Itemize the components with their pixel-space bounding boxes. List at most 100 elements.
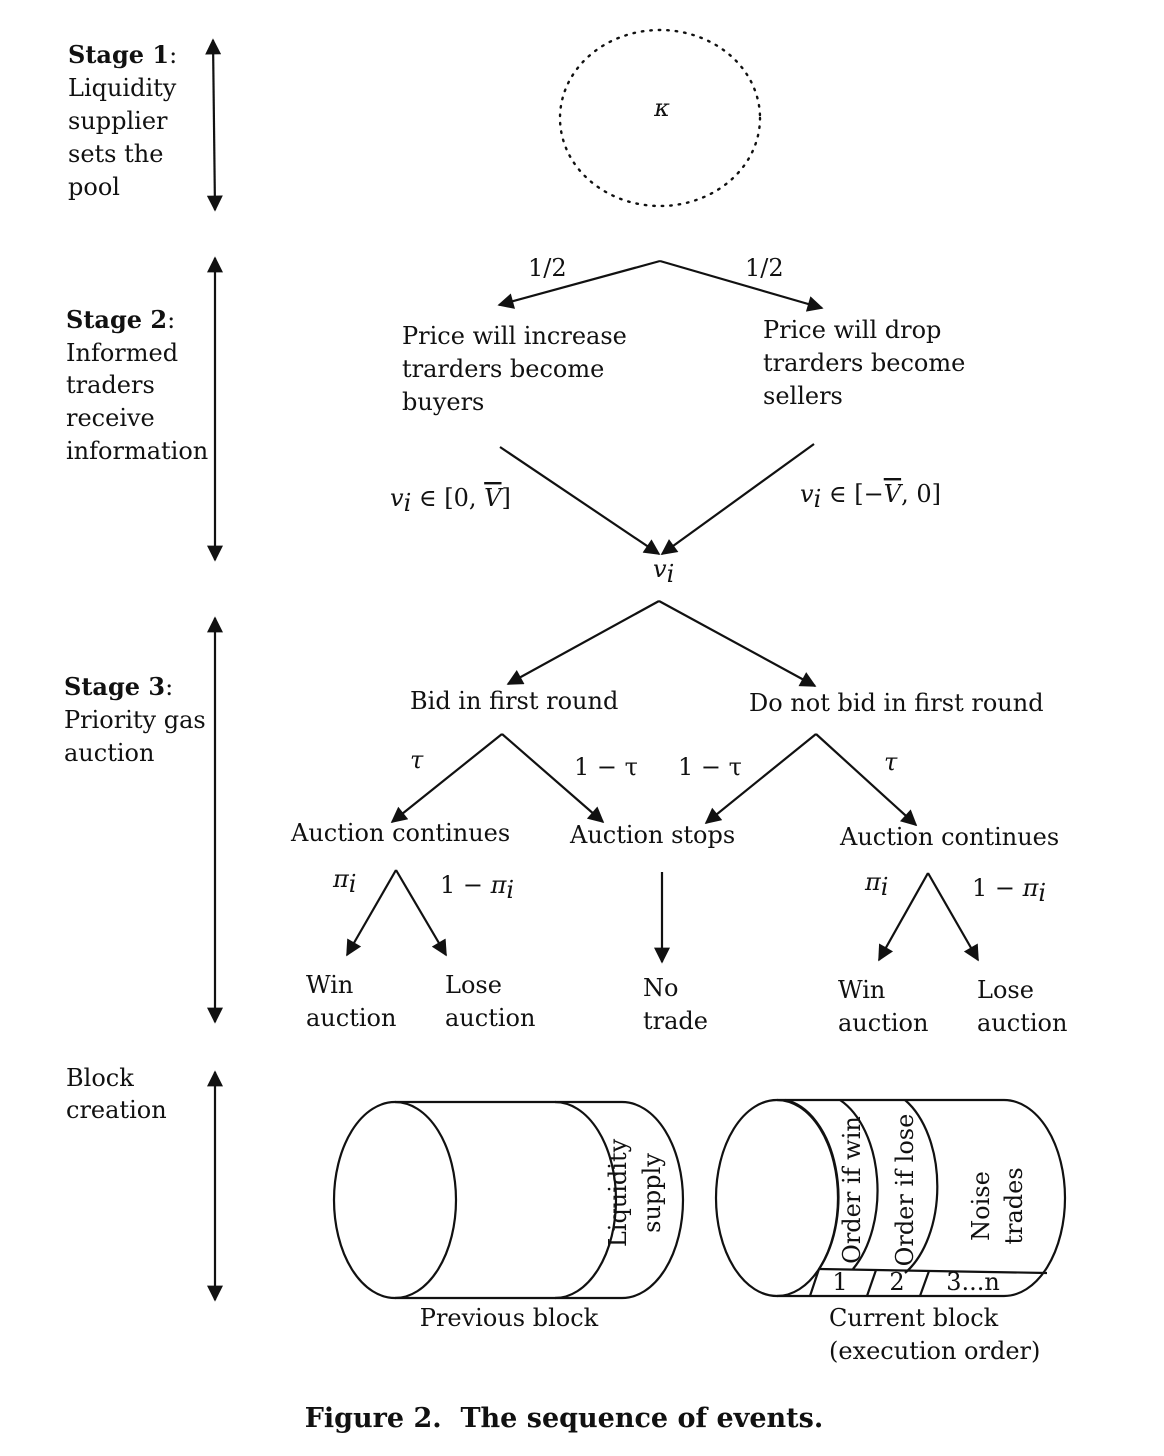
branch-down-arrow: [659, 259, 824, 312]
svg-text:Price will increase: Price will increase: [402, 322, 627, 350]
svg-text:No: No: [643, 974, 678, 1002]
one-minus-pi-label-left: 1 − πi: [440, 871, 514, 904]
bid-arrow: [506, 600, 660, 685]
svg-text:auction: auction: [445, 1004, 535, 1032]
bid-stop-arrow: [501, 733, 605, 824]
svg-text:Informed: Informed: [66, 339, 178, 367]
svg-text:sellers: sellers: [763, 382, 843, 410]
order-number-2: 2: [889, 1268, 904, 1296]
branch-up-arrow: [497, 259, 661, 309]
svg-text:traders: traders: [66, 371, 155, 399]
left-lose-arrow: [395, 869, 447, 957]
svg-text:information: information: [66, 437, 208, 465]
svg-text:creation: creation: [66, 1096, 167, 1124]
value-range-buyers: vi ∈ [0, V]: [390, 484, 511, 517]
block-creation-label: Block creation: [66, 1064, 167, 1124]
stage1-timeline-arrow: [205, 38, 223, 212]
stage1-label: Stage 1: Liquidity supplier sets the poo…: [68, 40, 177, 201]
svg-text:Lose: Lose: [977, 976, 1034, 1004]
kappa-symbol: κ: [653, 94, 670, 122]
timeline-arrows: [205, 38, 223, 1302]
no-bid-arrow: [658, 600, 817, 687]
no-trade-node: No trade: [643, 974, 708, 1035]
svg-text:Block: Block: [66, 1064, 134, 1092]
order-divider-2: [918, 1270, 931, 1297]
value-range-sellers: vi ∈ [−V, 0]: [800, 480, 941, 513]
slice-divider-3: [904, 1099, 939, 1274]
stage3-label: Stage 3: Priority gas auction: [64, 672, 206, 767]
stage2-label: Stage 2: Informed traders receive inform…: [66, 305, 208, 465]
slice-divider-2: [839, 1099, 879, 1270]
auction-continues-right: Auction continues: [839, 823, 1059, 851]
stage2-branch: 1/2 1/2: [497, 254, 824, 312]
one-minus-tau-label-left: 1 − τ: [574, 753, 638, 781]
svg-text:auction: auction: [306, 1004, 396, 1032]
previous-block-cylinder: Liquidity supply: [332, 1100, 685, 1300]
svg-text:Lose: Lose: [445, 971, 502, 999]
order-number-3-n: 3...n: [946, 1268, 1000, 1296]
svg-text:Win: Win: [838, 976, 885, 1004]
auction-stops-node: Auction stops: [569, 821, 735, 849]
svg-text:Stage 1:: Stage 1:: [68, 40, 177, 69]
bid-continue-arrow: [390, 733, 503, 823]
svg-text:trade: trade: [643, 1007, 708, 1035]
order-number-1: 1: [832, 1268, 847, 1296]
svg-text:Liquidity: Liquidity: [604, 1138, 632, 1247]
order-if-win-slice: Order if win: [838, 1116, 866, 1264]
price-increase-node: Price will increase trarders become buye…: [402, 322, 627, 416]
right-win-arrow: [878, 872, 929, 962]
win-auction-right: Win auction: [838, 976, 928, 1037]
bid-first-round-node: Bid in first round: [410, 687, 618, 715]
previous-block-label: Previous block: [420, 1304, 599, 1332]
left-win-arrow: [346, 869, 397, 957]
prob-left-label: 1/2: [528, 254, 567, 282]
value-vi-node: vi: [653, 555, 674, 588]
svg-text:auction: auction: [977, 1009, 1067, 1037]
svg-text:Liquidity: Liquidity: [68, 74, 177, 102]
svg-text:supplier: supplier: [68, 107, 168, 135]
svg-text:Noise: Noise: [967, 1171, 995, 1241]
auction-continues-left: Auction continues: [290, 819, 510, 847]
order-divider-0: [808, 1268, 821, 1297]
liquidity-supply-divider: [554, 1100, 618, 1300]
no-bid-first-round-node: Do not bid in first round: [749, 689, 1044, 717]
nobid-stop-arrow: [704, 733, 817, 825]
order-if-lose-slice: Order if lose: [891, 1114, 919, 1267]
svg-text:auction: auction: [64, 739, 154, 767]
tau-label-right: τ: [884, 748, 898, 776]
svg-text:receive: receive: [66, 404, 155, 432]
svg-text:trarders become: trarders become: [763, 349, 965, 377]
liquidity-supply-slice: Liquidity supply: [604, 1138, 666, 1247]
liquidity-pool-circle: [558, 28, 762, 208]
win-auction-left: Win auction: [306, 971, 396, 1032]
svg-text:trades: trades: [1000, 1167, 1028, 1244]
one-minus-tau-label-right: 1 − τ: [678, 753, 742, 781]
value-down-arrow: [660, 443, 815, 555]
lose-auction-left: Lose auction: [445, 971, 535, 1032]
svg-text:Current block: Current block: [829, 1304, 999, 1332]
pi-label-right: πi: [864, 868, 888, 901]
price-drop-node: Price will drop trarders become sellers: [763, 316, 965, 410]
current-block-label: Current block (execution order): [829, 1304, 1040, 1365]
svg-text:buyers: buyers: [402, 388, 484, 416]
svg-text:Win: Win: [306, 971, 353, 999]
prob-right-label: 1/2: [745, 254, 784, 282]
svg-text:Priority gas: Priority gas: [64, 706, 206, 734]
svg-text:auction: auction: [838, 1009, 928, 1037]
svg-text:Price will drop: Price will drop: [763, 316, 941, 344]
slice-divider-1: [784, 1098, 840, 1270]
svg-text:trarders become: trarders become: [402, 355, 604, 383]
svg-text:Stage 3:: Stage 3:: [64, 672, 173, 701]
svg-text:supply: supply: [638, 1153, 666, 1233]
svg-text:sets the: sets the: [68, 140, 163, 168]
svg-text:Stage 2:: Stage 2:: [66, 305, 175, 334]
value-up-arrow: [499, 446, 661, 555]
pi-label-left: πi: [332, 865, 356, 898]
right-lose-arrow: [927, 872, 979, 962]
tau-label-left: τ: [410, 746, 424, 774]
nobid-continue-arrow: [815, 733, 918, 827]
current-block-cylinder: Order if win Order if lose Noise trades …: [714, 1098, 1067, 1298]
lose-auction-right: Lose auction: [977, 976, 1067, 1037]
order-divider-1: [865, 1269, 878, 1297]
